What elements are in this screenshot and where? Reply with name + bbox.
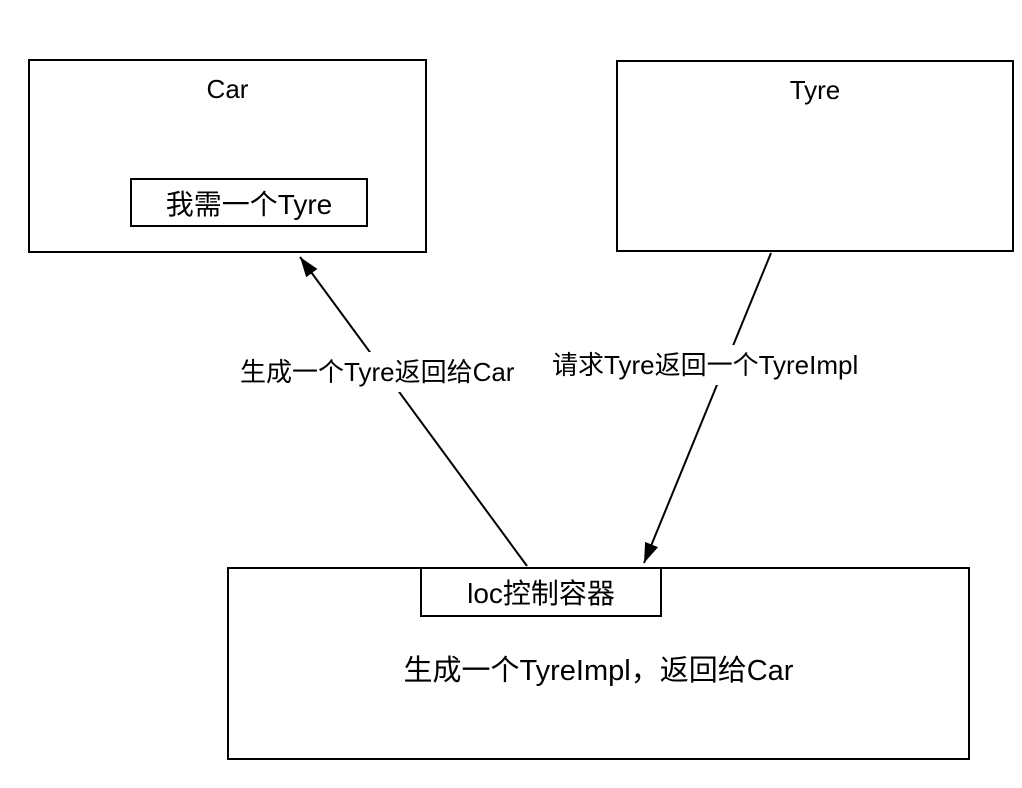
- tyre-box: Tyre: [616, 60, 1014, 252]
- car-note-box: 我需一个Tyre: [130, 178, 368, 227]
- tyre-box-title: Tyre: [789, 75, 841, 105]
- ioc-box-body: 生成一个TyreImpl，返回给Car: [403, 655, 794, 687]
- ioc-title-box: loc控制容器: [420, 567, 662, 617]
- arrow-tyre-to-ioc: [643, 252, 772, 564]
- ioc-title-label: loc控制容器: [467, 578, 615, 609]
- edge-label-ioc-to-car: 生成一个Tyre返回给Car: [236, 352, 519, 392]
- car-box-title: Car: [206, 74, 249, 104]
- arrow-ioc-to-car: [299, 256, 528, 567]
- car-note-label: 我需一个Tyre: [165, 188, 333, 220]
- car-box: Car 我需一个Tyre: [28, 59, 427, 253]
- edge-label-tyre-to-ioc: 请求Tyre返回一个TyreImpl: [548, 345, 863, 385]
